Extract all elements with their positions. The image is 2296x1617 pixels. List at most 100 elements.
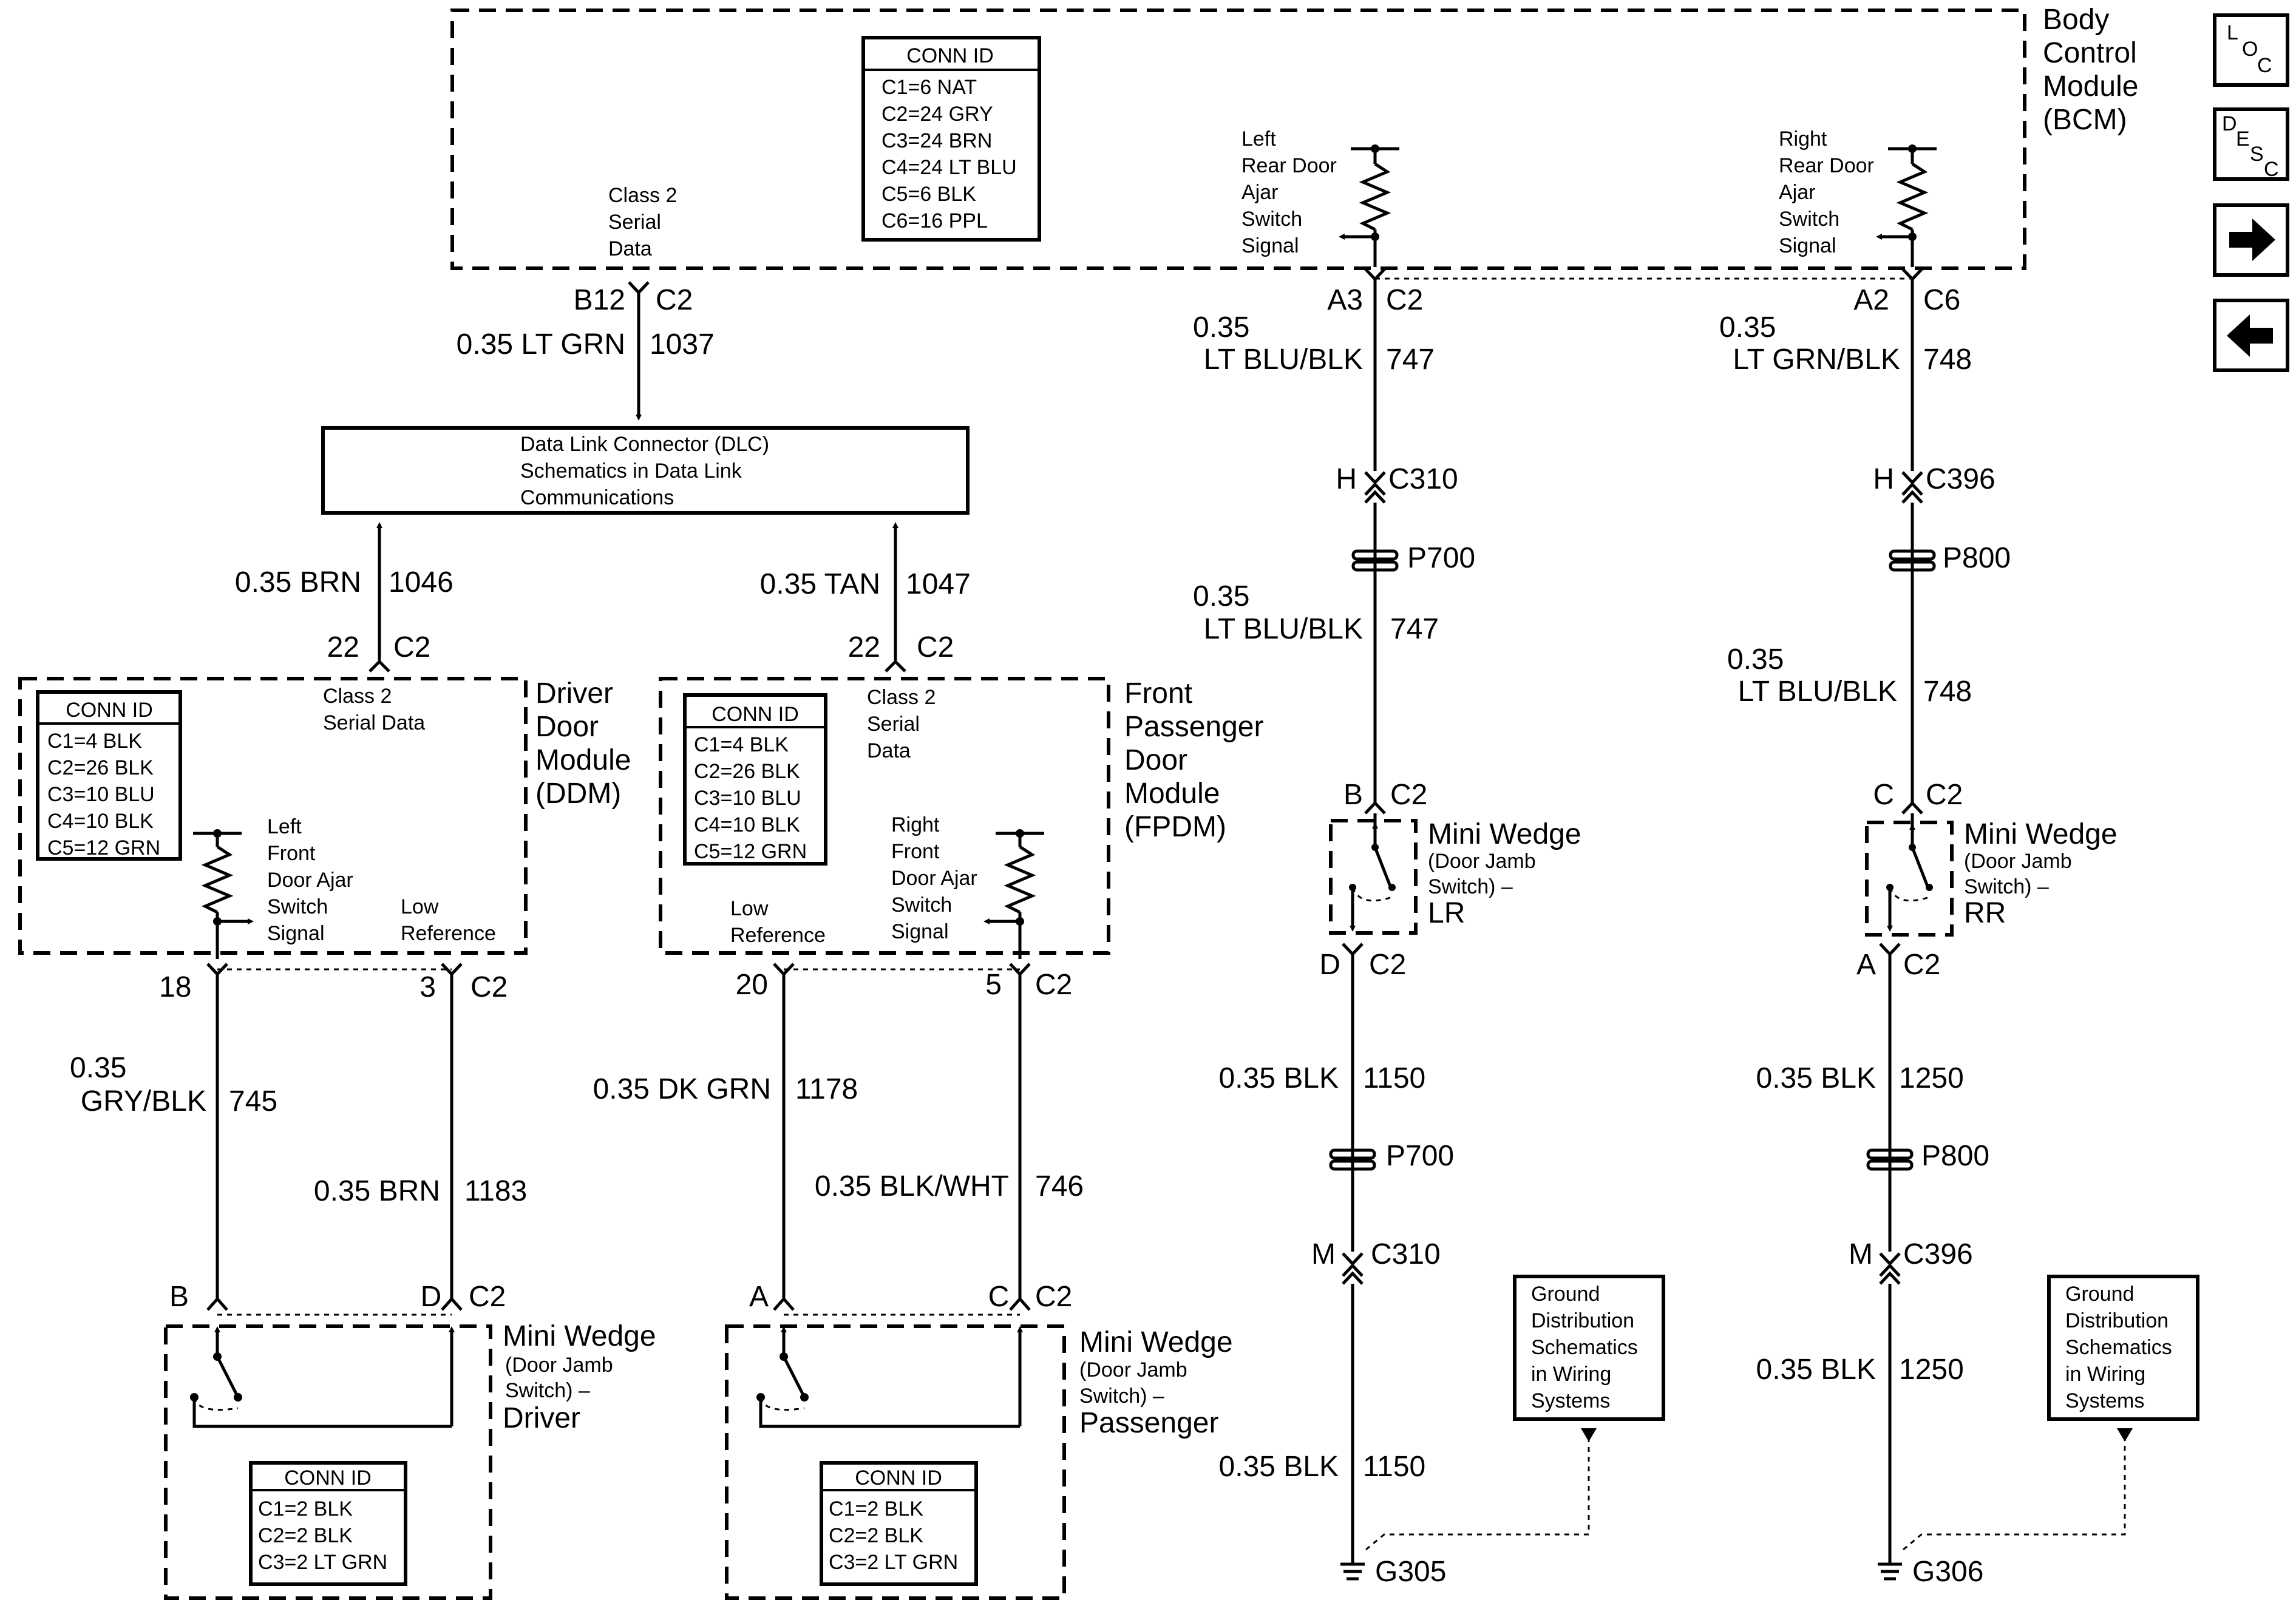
- pin-22: 22: [327, 631, 359, 663]
- bcm-left-resistor: [1339, 144, 1399, 267]
- passenger-conn-id-table: CONN ID C1=2 BLK C2=2 BLK C3=2 LT GRN: [820, 1461, 978, 1586]
- ground-distribution-left: Ground Distribution Schematics in Wiring…: [1513, 1275, 1665, 1421]
- pin-18: 18: [159, 971, 191, 1003]
- circuit-number: 1250: [1899, 1354, 1964, 1386]
- ddm-low-ref-label: Low Reference: [401, 895, 496, 945]
- conn-c396: C396: [1926, 463, 1995, 495]
- wire-gauge: 0.35 BRN: [235, 566, 361, 598]
- ddm-resistor: [193, 829, 254, 959]
- circuit-number: 747: [1386, 344, 1435, 376]
- wire-1150: D C2 0.35 BLK 1150 P700: [1219, 943, 1454, 1252]
- arrow-right-icon: [2229, 219, 2275, 261]
- wedge-lr-border: [1329, 819, 1418, 935]
- circuit-number: 1046: [389, 566, 453, 598]
- circuit-number: 1150: [1363, 1062, 1425, 1094]
- conn-c2: C2: [1926, 779, 1963, 811]
- pin-b: B: [1343, 779, 1363, 811]
- conn-c310: C310: [1388, 463, 1458, 495]
- wire-1250: A C2 0.35 BLK 1250 P800: [1756, 943, 1989, 1252]
- wire-gauge: 0.35 BLK/WHT: [815, 1170, 1009, 1202]
- wedge-sub: (Door Jamb Switch) –: [1079, 1358, 1193, 1408]
- circuit-number: 748: [1923, 344, 1972, 376]
- conn-id-rows: C1=4 BLK C2=26 BLK C3=10 BLU C4=10 BLK C…: [694, 733, 807, 863]
- fpdm-title: Front Passenger Door Module (FPDM): [1124, 677, 1272, 843]
- wire-gauge-1: LT BLU/BLK: [1204, 613, 1363, 645]
- ddm-class2-label: Class 2 Serial Data: [323, 685, 425, 734]
- fpdm-switch-label: Right Front Door Ajar Switch Signal: [891, 813, 983, 943]
- conn-c2: C2: [470, 971, 508, 1003]
- conn-id-rows: C1=4 BLK C2=26 BLK C3=10 BLU C4=10 BLK C…: [47, 730, 160, 859]
- wedge-title: Mini Wedge: [503, 1320, 656, 1352]
- arrow-left-icon: [2227, 314, 2273, 357]
- driver-conn-id-table: CONN ID C1=2 BLK C2=2 BLK C3=2 LT GRN: [249, 1461, 407, 1586]
- circuit-number: 1250: [1899, 1062, 1964, 1094]
- splice-p700-top: P700 0.35 LT BLU/BLK 747: [1193, 503, 1475, 802]
- pin-a: A: [749, 1281, 769, 1313]
- fpdm-resistor: [983, 829, 1044, 959]
- circuit-number: 746: [1035, 1170, 1084, 1202]
- pin-22: 22: [848, 631, 880, 663]
- circuit-number: 748: [1923, 676, 1972, 708]
- wedge-rr: C C2 Mini Wedge (Door Jamb Switch) – RR: [1865, 779, 2118, 937]
- wire-748: A2 C6 0.35 LT GRN/BLK 748: [1719, 268, 1972, 471]
- wedge-sub: (Door Jamb Switch) –: [1964, 850, 2077, 898]
- wire-1037: B12 C2 0.35 LT GRN 1037: [457, 281, 715, 421]
- conn-c310: C310: [1371, 1238, 1441, 1270]
- next-page-button[interactable]: [2213, 203, 2289, 277]
- wire-1178: 20 0.35 DK GRN 1178: [593, 963, 858, 1311]
- pin-h: H: [1873, 463, 1894, 495]
- conn-c2: C2: [656, 284, 693, 316]
- pin-c: C: [1873, 779, 1894, 811]
- ddm-title: Driver Door Module (DDM): [535, 677, 639, 810]
- wire-gauge-1: LT GRN/BLK: [1733, 344, 1900, 376]
- fpdm-module: Front Passenger Door Module (FPDM) CONN …: [659, 677, 1272, 959]
- splice-label: P800: [1943, 542, 2011, 574]
- ddm-module: Driver Door Module (DDM) CONN ID C1=4 BL…: [18, 677, 639, 959]
- wire-gauge-1: LT BLU/BLK: [1738, 676, 1897, 708]
- loc-button[interactable]: L O C: [2213, 13, 2289, 87]
- bcm-title: Body Control Module (BCM): [2043, 4, 2147, 136]
- conn-c2: C2: [1369, 949, 1406, 981]
- bcm-right-resistor: [1876, 144, 1937, 267]
- connector-c396-top: H C396: [1873, 463, 1995, 504]
- splice-label: P700: [1407, 542, 1475, 574]
- wire-gauge: 0.35 BLK: [1756, 1354, 1876, 1386]
- conn-id-header: CONN ID: [66, 699, 153, 722]
- connector-c396-bottom: M C396 0.35 BLK 1250: [1756, 1238, 1973, 1563]
- desc-button[interactable]: D E S C: [2213, 107, 2289, 181]
- conn-c2: C2: [469, 1281, 506, 1313]
- splice-label: P700: [1386, 1140, 1454, 1172]
- wedge-passenger: A C C2 Mini Wedge (Door Jamb Switch) – P…: [725, 1281, 1233, 1600]
- pin-d: D: [1319, 949, 1340, 981]
- ground-g306: G306: [1878, 1428, 2133, 1588]
- bcm-module: Body Control Module (BCM) CONN ID C1=6 N…: [450, 4, 2147, 280]
- conn-c2: C2: [1035, 1281, 1072, 1313]
- conn-id-header: CONN ID: [906, 44, 994, 67]
- conn-id-rows: C1=2 BLK C2=2 BLK C3=2 LT GRN: [829, 1497, 958, 1574]
- ground-g305: G305: [1340, 1428, 1597, 1588]
- bcm-class2-label: Class 2 Serial Data: [608, 184, 683, 260]
- pin-m: M: [1311, 1238, 1336, 1270]
- wire-gauge-1: GRY/BLK: [81, 1085, 206, 1117]
- conn-c396: C396: [1903, 1238, 1973, 1270]
- conn-c2: C2: [1903, 949, 1940, 981]
- wire-745: 18 0.35 GRY/BLK 745: [70, 963, 277, 1311]
- wedge-name: Passenger: [1079, 1407, 1218, 1439]
- ground-label: G305: [1375, 1556, 1446, 1588]
- circuit-number: 745: [229, 1085, 277, 1117]
- pin-c: C: [988, 1281, 1010, 1313]
- bcm-border: [450, 8, 2026, 270]
- dlc-box: Data Link Connector (DLC) Schematics in …: [321, 426, 970, 515]
- wire-gauge: 0.35 BLK: [1219, 1062, 1339, 1094]
- prev-page-button[interactable]: [2213, 299, 2289, 372]
- fpdm-low-ref-label: Low Reference: [730, 897, 826, 947]
- wire-gauge: 0.35 LT GRN: [457, 328, 625, 361]
- pin-b12: B12: [574, 284, 625, 316]
- conn-c2: C2: [393, 631, 430, 663]
- wire-1046: 0.35 BRN 1046 22 C2: [235, 522, 453, 673]
- wire-gauge: 0.35 TAN: [760, 568, 880, 600]
- wire-gauge: 0.35 BLK: [1756, 1062, 1876, 1094]
- pin-5: 5: [985, 969, 1002, 1001]
- wire-gauge: 0.35 BLK: [1219, 1451, 1339, 1483]
